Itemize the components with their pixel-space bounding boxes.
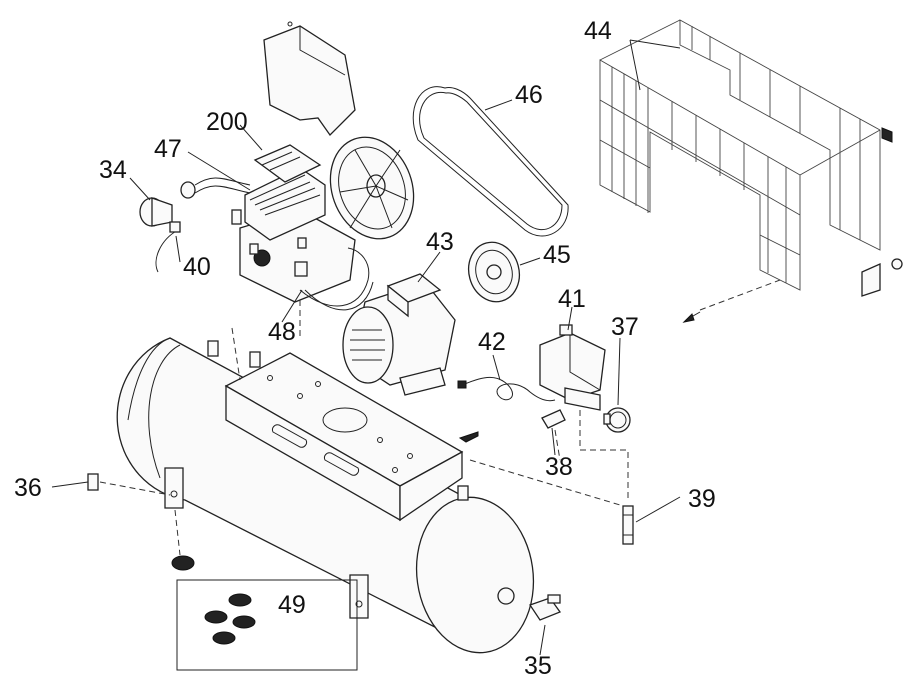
rubber-feet-box (171, 555, 358, 671)
label-49: 49 (278, 591, 306, 619)
flywheel (329, 136, 415, 240)
power-cable (457, 376, 556, 402)
label-42: 42 (478, 328, 506, 356)
label-36: 36 (14, 474, 42, 502)
belt-guard-cover (263, 21, 356, 137)
intake-pipe (180, 177, 251, 199)
label-44: 44 (584, 17, 612, 45)
label-45: 45 (543, 241, 571, 269)
label-47: 47 (154, 135, 182, 163)
label-46: 46 (515, 81, 543, 109)
label-43: 43 (426, 228, 454, 256)
label-39: 39 (688, 485, 716, 513)
base-plate (224, 352, 479, 522)
label-34: 34 (99, 156, 127, 184)
drain-tap (528, 594, 562, 621)
air-filter (139, 197, 173, 227)
v-belt (412, 86, 569, 237)
pressure-gauge (603, 407, 631, 433)
part-labels: 44 46 200 47 34 43 45 40 41 37 48 42 38 … (14, 17, 716, 680)
label-48: 48 (268, 318, 296, 346)
check-valve (622, 505, 634, 545)
pressure-switch (539, 324, 606, 411)
leader-lines (51, 39, 681, 656)
assembly-lines (99, 279, 781, 556)
compressor-pump (231, 144, 374, 311)
delivery-pipe (155, 221, 181, 273)
electric-motor (342, 273, 456, 396)
drain-plug (87, 473, 99, 491)
label-38: 38 (545, 453, 573, 481)
label-37: 37 (611, 313, 639, 341)
label-41: 41 (558, 285, 586, 313)
safety-valve (541, 409, 566, 429)
motor-pulley (467, 241, 521, 303)
label-40: 40 (183, 253, 211, 281)
air-tank (116, 337, 535, 654)
grille-belt-guard (599, 19, 903, 297)
label-35: 35 (524, 652, 552, 680)
label-200: 200 (206, 108, 248, 136)
